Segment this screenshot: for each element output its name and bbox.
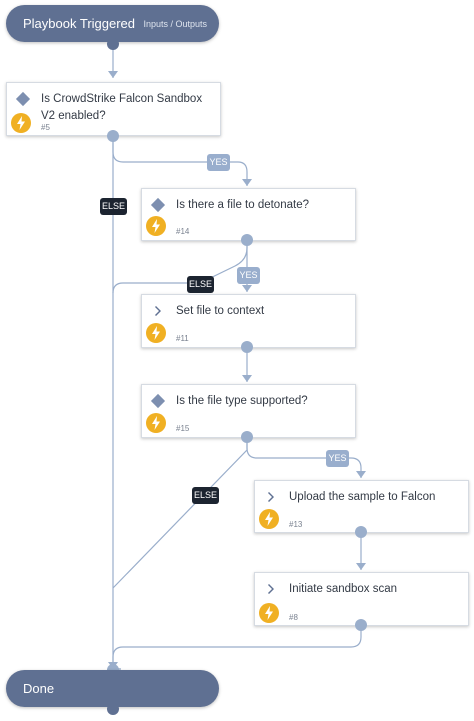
task-file-type-supported[interactable]: Is the file type supported? #15 xyxy=(141,384,356,438)
task-13-output-port[interactable] xyxy=(355,526,367,538)
task-14-output-port[interactable] xyxy=(241,234,253,246)
task-id: #11 xyxy=(176,334,189,343)
connector-5-else-trunk xyxy=(112,136,122,677)
task-title: Is there a file to detonate? xyxy=(176,199,309,211)
task-file-to-detonate[interactable]: Is there a file to detonate? #14 xyxy=(141,188,356,241)
else-label: ELSE xyxy=(187,276,214,293)
arrowhead xyxy=(356,563,366,570)
condition-icon xyxy=(150,393,166,409)
start-output-port[interactable] xyxy=(107,38,119,50)
lightning-icon xyxy=(146,323,166,343)
start-title: Playbook Triggered xyxy=(23,16,136,31)
task-11-output-port[interactable] xyxy=(241,341,253,353)
task-5-output-port[interactable] xyxy=(107,130,119,142)
connector-15-else xyxy=(112,437,248,589)
chevron-right-icon xyxy=(155,306,161,316)
arrowhead xyxy=(242,375,252,382)
end-title: Done xyxy=(23,681,55,696)
condition-icon xyxy=(150,197,166,213)
lightning-icon xyxy=(146,413,166,433)
end-node[interactable]: Done xyxy=(6,670,219,707)
lightning-icon xyxy=(11,113,31,133)
start-node[interactable]: Playbook Triggered Inputs / Outputs xyxy=(6,5,219,42)
else-label: ELSE xyxy=(100,198,127,215)
connector-14-else xyxy=(112,239,248,294)
arrowhead xyxy=(242,179,252,186)
task-title: Initiate sandbox scan xyxy=(289,583,398,595)
task-crowdstrike-enabled[interactable]: Is CrowdStrike Falcon Sandbox V2 enabled… xyxy=(6,82,221,136)
yes-label: YES xyxy=(237,267,260,284)
lightning-icon xyxy=(259,603,279,623)
task-8-output-port[interactable] xyxy=(355,619,367,631)
task-set-file-to-context[interactable]: Set file to context #11 xyxy=(141,294,356,348)
lightning-icon xyxy=(259,509,279,529)
task-id: #14 xyxy=(176,227,190,236)
task-title: Upload the sample to Falcon xyxy=(289,491,436,503)
task-15-output-port[interactable] xyxy=(241,431,253,443)
done-output-port[interactable] xyxy=(107,703,119,715)
arrowhead xyxy=(242,285,252,292)
task-id: #15 xyxy=(176,424,190,433)
connector-8-to-done xyxy=(112,625,362,669)
task-title: Is CrowdStrike Falcon Sandbox V2 enabled… xyxy=(41,93,203,122)
connector-15-yes-to-13 xyxy=(246,437,362,478)
arrowhead xyxy=(356,471,366,478)
task-id: #13 xyxy=(289,520,303,529)
task-upload-sample[interactable]: Upload the sample to Falcon #13 xyxy=(254,480,469,533)
task-title: Is the file type supported? xyxy=(176,395,308,407)
task-id: #8 xyxy=(289,613,298,622)
task-id: #5 xyxy=(41,123,50,132)
inputs-outputs-link[interactable]: Inputs / Outputs xyxy=(143,19,207,29)
task-initiate-sandbox-scan[interactable]: Initiate sandbox scan #8 xyxy=(254,572,469,626)
else-label: ELSE xyxy=(192,487,219,504)
task-title: Set file to context xyxy=(176,305,265,317)
chevron-right-icon xyxy=(268,584,274,594)
lightning-icon xyxy=(146,216,166,236)
chevron-right-icon xyxy=(268,492,274,502)
yes-label: YES xyxy=(207,154,230,171)
arrowhead xyxy=(108,71,118,78)
condition-icon xyxy=(15,91,31,107)
yes-label: YES xyxy=(326,450,349,467)
